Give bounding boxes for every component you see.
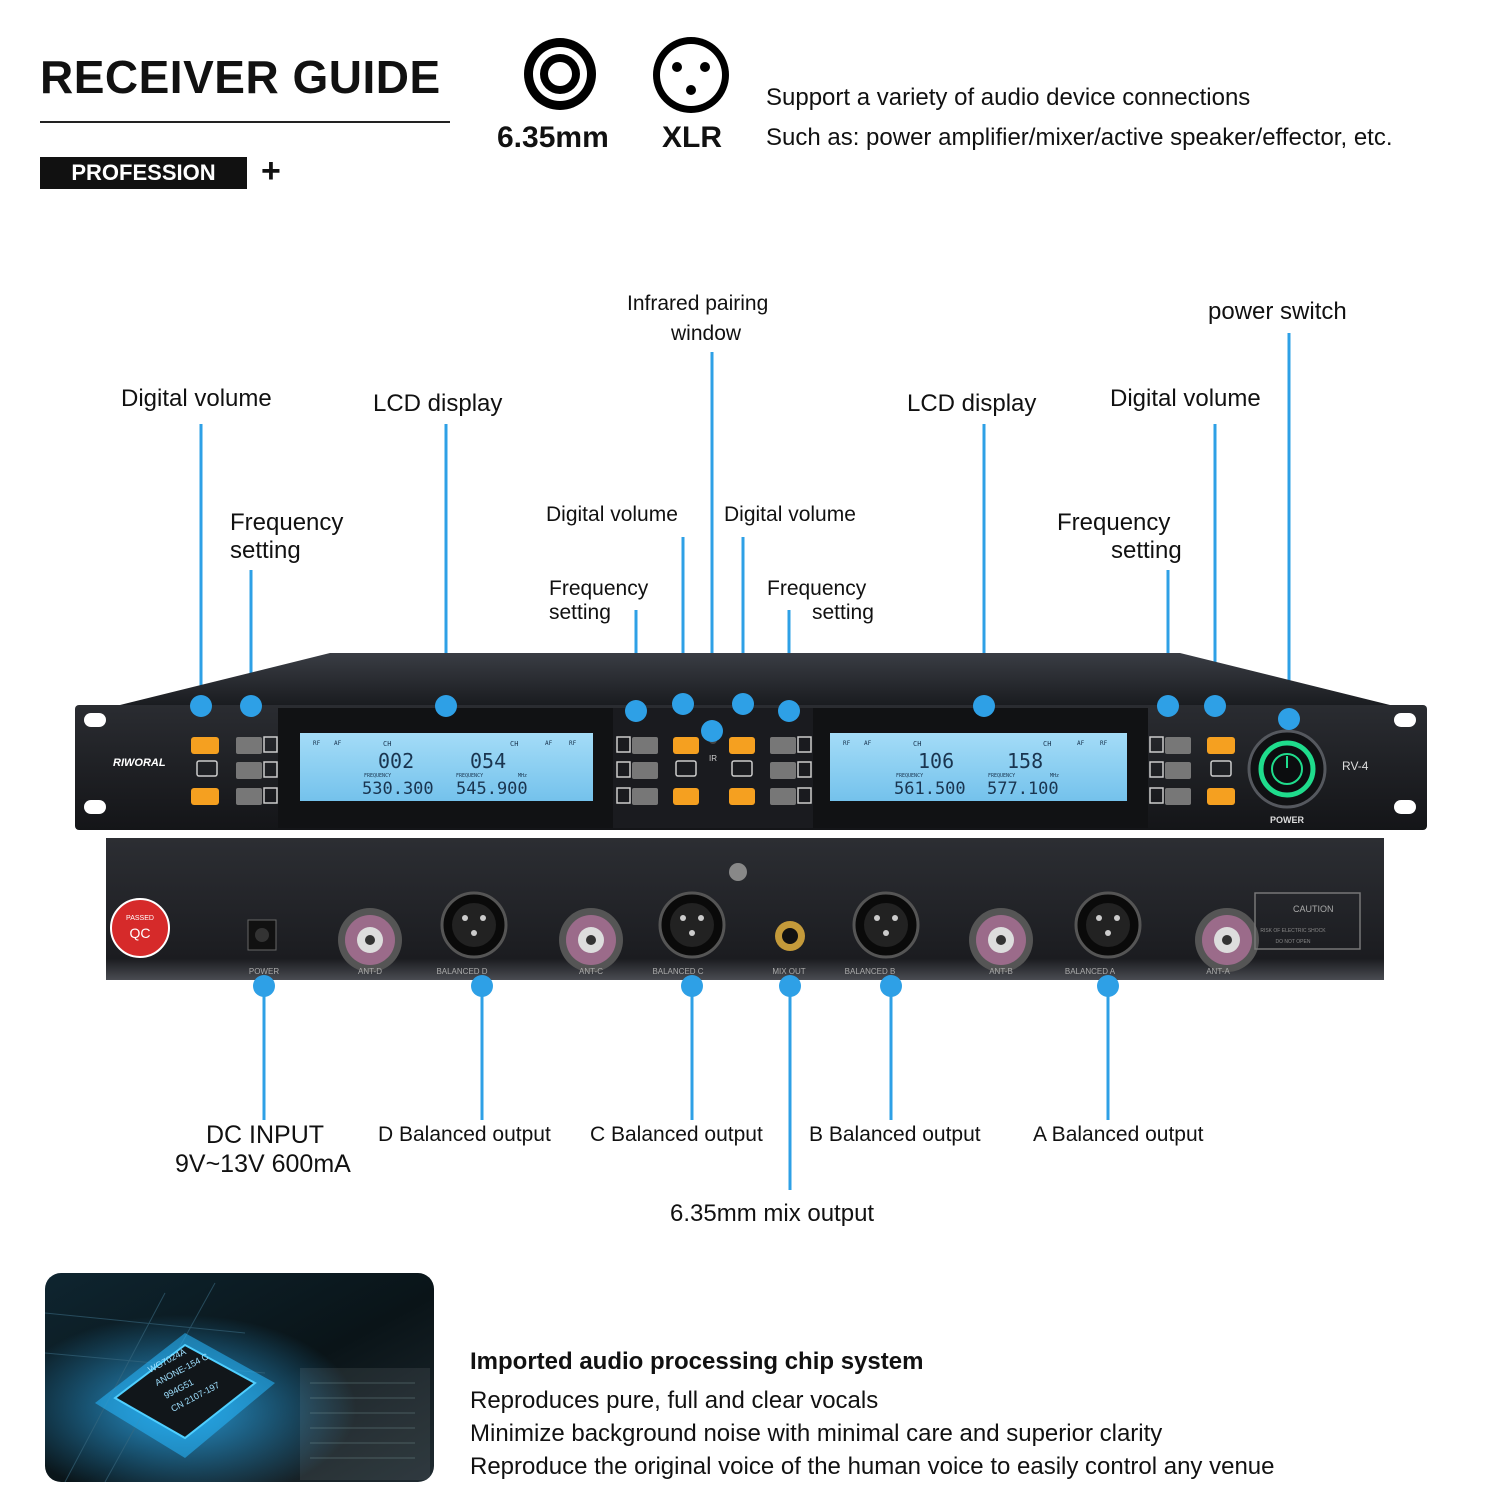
- rear-connectors: [110, 863, 1361, 972]
- frequency-callout-center-right-2: setting: [812, 601, 874, 624]
- xlr-icon: [653, 37, 729, 113]
- lcd-left-frequency-label: FREQUENCY: [364, 773, 391, 779]
- frequency-callout-center-right: Frequency: [767, 577, 867, 600]
- ir-callout-label-2: window: [671, 322, 742, 345]
- lcd-right-frequency-b: 577.100: [987, 779, 1059, 799]
- rear-label: ANT-B: [989, 967, 1013, 976]
- lcd-right-frequency-label: FREQUENCY: [988, 773, 1015, 779]
- frequency-callout-right-2: setting: [1111, 537, 1182, 564]
- frequency-callout-left-2: setting: [230, 537, 301, 564]
- dc-input-callout: DC INPUT: [206, 1121, 325, 1149]
- a-output-callout: A Balanced output: [1033, 1123, 1204, 1146]
- support-text: Support a variety of audio device connec…: [766, 84, 1251, 111]
- frequency-callout-center-left-2: setting: [549, 601, 611, 624]
- digital-volume-callout-right: Digital volume: [1110, 385, 1261, 412]
- lcd-right-channel-a: 106: [918, 749, 954, 773]
- rear-label: BALANCED D: [436, 967, 487, 976]
- b-output-callout: B Balanced output: [809, 1123, 981, 1146]
- lcd-left-channel-b: 054: [470, 749, 506, 773]
- lcd-left-frequency-a: 530.300: [362, 779, 434, 799]
- profession-badge: PROFESSION: [40, 157, 247, 189]
- lcd-right-channel-b: 158: [1007, 749, 1043, 773]
- c-output-callout: C Balanced output: [590, 1123, 763, 1146]
- lcd-left-channel-a: 002: [378, 749, 414, 773]
- d-output-callout: D Balanced output: [378, 1123, 551, 1146]
- rear-label: BALANCED C: [652, 967, 703, 976]
- feature-heading: Imported audio processing chip system: [470, 1348, 924, 1375]
- feature-line: Minimize background noise with minimal c…: [470, 1420, 1163, 1447]
- rack-hole: [1394, 800, 1416, 814]
- chip-image: WG7024A ANONE-154 C 994G51 CN 2107-197: [45, 1273, 434, 1482]
- lcd-left-ch-label: CH: [383, 740, 391, 748]
- caution-sub-label: DO NOT OPEN: [1276, 939, 1311, 945]
- plus-icon: +: [261, 152, 281, 190]
- brand-logo: RIWORAL: [113, 757, 166, 769]
- jack-label: 6.35mm: [497, 121, 609, 154]
- rear-label: ANT-D: [358, 967, 382, 976]
- lcd-right-ch-label: CH: [913, 740, 921, 748]
- power-label: POWER: [1270, 815, 1305, 825]
- xlr-label: XLR: [662, 121, 722, 154]
- lcd-right-rf-label: RF: [1100, 740, 1108, 747]
- digital-volume-callout-center-left: Digital volume: [546, 503, 678, 526]
- lcd-right-rf-label: RF: [843, 740, 851, 747]
- lcd-left-rf-label: RF: [569, 740, 577, 747]
- ir-label: IR: [709, 754, 717, 763]
- lcd-right-af-label: AF: [1077, 740, 1085, 747]
- rear-label: MIX OUT: [772, 967, 805, 976]
- receiver-rear-panel: [106, 838, 1384, 980]
- lcd-callout-right: LCD display: [907, 390, 1037, 417]
- right-button-group: [1149, 736, 1235, 805]
- power-button: [1247, 729, 1327, 809]
- frequency-callout-left: Frequency: [230, 509, 344, 536]
- lcd-left-frequency-label: FREQUENCY: [456, 773, 483, 779]
- feature-line: Reproduce the original voice of the huma…: [470, 1453, 1275, 1480]
- support-text-examples: Such as: power amplifier/mixer/active sp…: [766, 124, 1393, 151]
- ir-callout-label: Infrared pairing: [627, 292, 769, 315]
- lcd-right-ch-label: CH: [1043, 740, 1051, 748]
- digital-volume-callout-center-right: Digital volume: [724, 503, 856, 526]
- mix-output-callout: 6.35mm mix output: [670, 1200, 875, 1227]
- lcd-left-af-label: AF: [545, 740, 553, 747]
- lcd-right: [830, 733, 1127, 801]
- lcd-callout-left: LCD display: [373, 390, 503, 417]
- lcd-left-af-label: AF: [334, 740, 342, 747]
- page-title: RECEIVER GUIDE: [40, 51, 441, 103]
- rear-label: POWER: [249, 967, 279, 976]
- rack-hole: [84, 713, 106, 727]
- frequency-callout-right: Frequency: [1057, 509, 1171, 536]
- digital-volume-callout-left: Digital volume: [121, 385, 272, 412]
- rack-hole: [84, 800, 106, 814]
- caution-label: CAUTION: [1293, 904, 1334, 914]
- rear-label: ANT-C: [579, 967, 603, 976]
- caution-sub-label: RISK OF ELECTRIC SHOCK: [1260, 928, 1326, 934]
- lcd-left-rf-label: RF: [313, 740, 321, 747]
- lcd-right-mhz-label: MHz: [1050, 773, 1059, 779]
- rear-label: BALANCED A: [1065, 967, 1116, 976]
- rear-label: BALANCED B: [845, 967, 896, 976]
- lcd-right-frequency-label: FREQUENCY: [896, 773, 923, 779]
- lcd-left: [300, 733, 593, 801]
- rear-label: ANT-A: [1206, 967, 1230, 976]
- rack-hole: [1394, 713, 1416, 727]
- callout-dots: [190, 693, 1300, 997]
- lcd-left-frequency-b: 545.900: [456, 779, 528, 799]
- power-switch-callout: power switch: [1208, 298, 1347, 325]
- qc-passed-label: PASSED: [126, 915, 154, 922]
- title-divider: [40, 121, 450, 123]
- lcd-right-af-label: AF: [864, 740, 872, 747]
- left-button-group: [191, 736, 278, 805]
- model-label: RV-4: [1342, 759, 1369, 773]
- feature-line: Reproduces pure, full and clear vocals: [470, 1387, 879, 1414]
- dc-input-spec: 9V~13V 600mA: [175, 1150, 351, 1178]
- lcd-right-frequency-a: 561.500: [894, 779, 966, 799]
- jack-icon: [524, 38, 596, 110]
- lcd-left-mhz-label: MHz: [518, 773, 527, 779]
- receiver-top-panel: [120, 653, 1390, 705]
- qc-label: QC: [130, 925, 151, 941]
- lcd-left-ch-label: CH: [510, 740, 518, 748]
- frequency-callout-center-left: Frequency: [549, 577, 649, 600]
